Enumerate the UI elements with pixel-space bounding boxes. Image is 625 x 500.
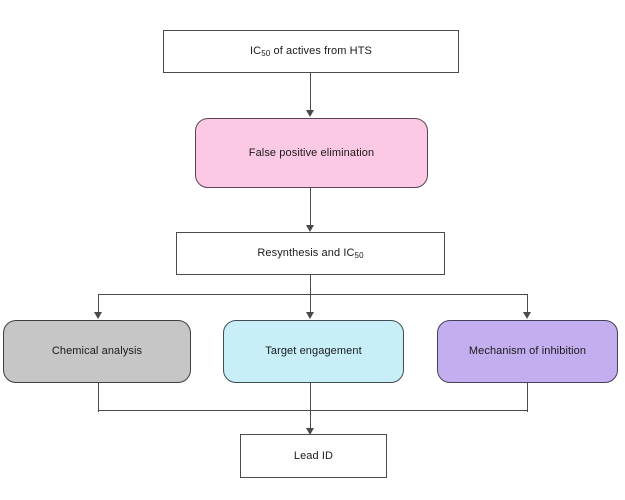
node-label: Resynthesis and IC50 (257, 247, 364, 261)
edge-merge-center-line (310, 383, 312, 431)
edge-merge-to-lead-id-arrowhead (306, 428, 314, 435)
edge-branch-left-drop (98, 294, 100, 314)
edge-branch-center-arrowhead (306, 312, 314, 319)
node-label: False positive elimination (248, 146, 375, 159)
node-false-positive-elimination[interactable]: False positive elimination (195, 118, 428, 188)
node-label: IC50 of actives from HTS (250, 45, 372, 59)
node-mechanism-of-inhibition[interactable]: Mechanism of inhibition (437, 320, 618, 383)
edge-resynthesis-stem (310, 275, 312, 295)
edge-branch-center-drop (310, 294, 312, 314)
edge-branch-distributor-bar (98, 294, 528, 296)
edge-branch-left-arrowhead (94, 312, 102, 319)
edge-ic50-to-false-positive (310, 73, 312, 111)
edge-merge-right-riser (527, 383, 529, 412)
node-label: Mechanism of inhibition (468, 345, 587, 358)
edge-false-positive-to-resynthesis-arrowhead (306, 225, 314, 232)
edge-merge-collector-bar (98, 410, 528, 412)
node-target-engagement[interactable]: Target engagement (223, 320, 404, 383)
node-label: Target engagement (265, 345, 362, 358)
edge-branch-right-arrowhead (523, 312, 531, 319)
edge-branch-right-drop (527, 294, 529, 314)
node-ic50-of-actives-from-hts[interactable]: IC50 of actives from HTS (163, 30, 459, 73)
node-label: Chemical analysis (51, 345, 143, 358)
edge-false-positive-to-resynthesis (310, 188, 312, 230)
node-lead-id[interactable]: Lead ID (240, 434, 387, 478)
node-resynthesis-and-ic50[interactable]: Resynthesis and IC50 (176, 232, 445, 275)
node-label: Lead ID (293, 449, 334, 462)
edge-ic50-to-false-positive-arrowhead (306, 110, 314, 117)
edge-merge-left-riser (98, 383, 100, 412)
node-chemical-analysis[interactable]: Chemical analysis (3, 320, 191, 383)
